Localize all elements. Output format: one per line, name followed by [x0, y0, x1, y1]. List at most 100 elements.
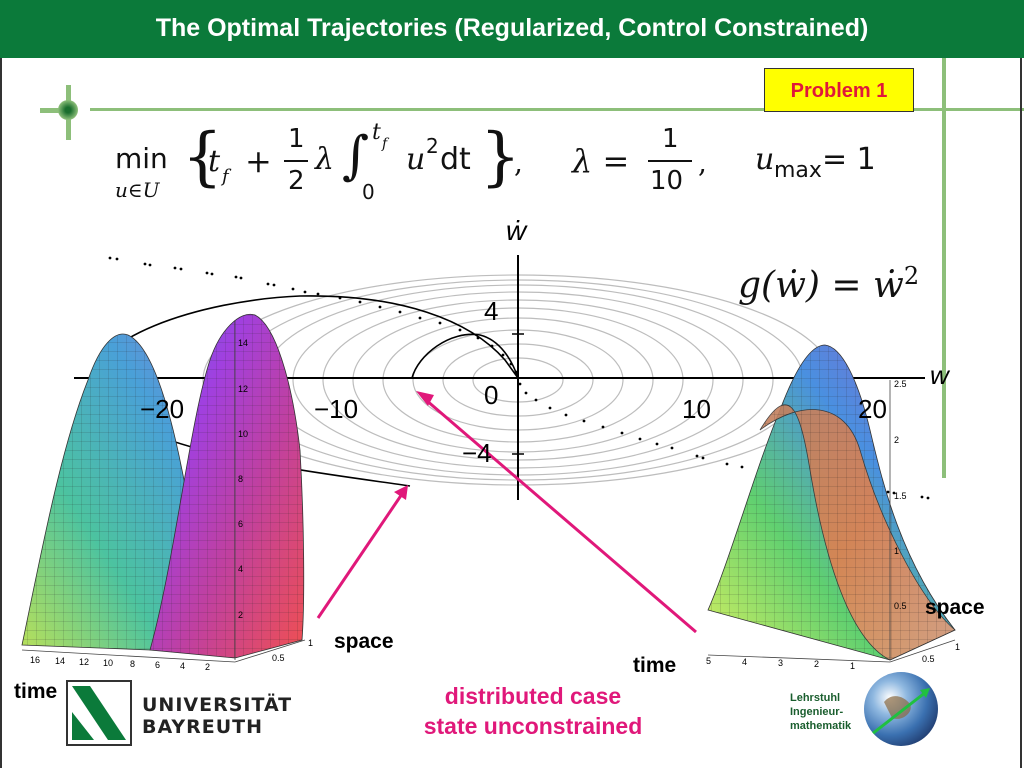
slide-border-left: [0, 58, 2, 768]
comma-1: ,: [514, 146, 523, 179]
lambda-symbol: λ: [315, 142, 335, 177]
switching-curve-dots: [108, 256, 930, 500]
left-z-tick-7: 2: [238, 610, 243, 620]
space-label-right: space: [925, 596, 985, 619]
x-tick-label-2: −10: [314, 394, 358, 424]
w-label: w: [930, 360, 951, 390]
y-tick-label-1: 4: [484, 296, 498, 326]
arrow-time-mid: [416, 391, 697, 634]
surface-right-plot: [707, 344, 956, 663]
left-time-tick-8: 2: [205, 662, 210, 672]
left-z-tick-2: 12: [238, 384, 248, 394]
x-tick-label-1: −20: [140, 394, 184, 424]
caption-line-2: state unconstrained: [423, 713, 643, 739]
integral-upper: t: [372, 120, 381, 145]
caption-line-1: distributed case: [444, 683, 622, 709]
umax-equals: = 1: [822, 142, 876, 177]
dt: dt: [440, 142, 471, 177]
lambda-equals: λ =: [572, 142, 630, 180]
page-title: The Optimal Trajectories (Regularized, C…: [155, 14, 869, 42]
globe-arrow-icon: [871, 688, 930, 736]
surface-left-plot: [21, 313, 306, 663]
left-z-tick-6: 4: [238, 564, 243, 574]
right-time-tick-3: 3: [778, 658, 783, 668]
chair-name-line2: Ingenieur-: [790, 706, 844, 718]
u-squared: 2: [426, 134, 439, 158]
left-time-tick-7: 4: [180, 661, 185, 671]
slide-border: [1020, 58, 1022, 768]
left-time-tick-1: 16: [30, 655, 40, 665]
half-fraction-bar: [284, 160, 308, 162]
half-denominator: 2: [288, 166, 305, 196]
t-var: t: [208, 144, 221, 179]
chair-name-line1: Lehrstuhl: [790, 692, 841, 704]
left-time-tick-5: 8: [130, 659, 135, 669]
g-formula: g(ẇ) = ẇ2: [738, 262, 919, 306]
right-brace: }: [480, 120, 521, 194]
left-time-tick-2: 14: [55, 656, 65, 666]
plus-sign: +: [245, 142, 272, 180]
left-space-tick-1: 1: [308, 638, 313, 648]
left-z-tick-1: 14: [238, 338, 248, 348]
right-time-tick-1: 5: [706, 656, 711, 666]
half-numerator: 1: [288, 124, 305, 154]
university-name-line2: BAYREUTH: [142, 716, 264, 738]
space-label-left: space: [334, 630, 394, 653]
right-space-tick-1: 1: [955, 642, 960, 652]
lambda-denominator: 10: [650, 166, 684, 196]
frame-horizontal-right: [90, 108, 1024, 111]
left-z-tick-4: 8: [238, 474, 243, 484]
lambda-fraction-bar: [648, 160, 692, 162]
frame-vertical-right: [942, 58, 946, 478]
left-time-tick-4: 10: [103, 658, 113, 668]
university-logo-mark: [72, 686, 126, 740]
trajectory-inner: [411, 333, 519, 379]
comma-2: ,: [698, 146, 707, 179]
left-brace: {: [182, 120, 223, 194]
left-time-tick-6: 6: [155, 660, 160, 670]
right-time-tick-5: 1: [850, 661, 855, 671]
integral-sign: ∫: [342, 126, 370, 186]
left-z-tick-3: 10: [238, 429, 248, 439]
right-z-tick-4: 1: [894, 546, 899, 556]
left-time-tick-3: 12: [79, 657, 89, 667]
right-z-tick-2: 2: [894, 435, 899, 445]
g-formula-lhs: g(ẇ) = ẇ: [738, 265, 904, 306]
integral-lower: 0: [362, 180, 375, 204]
min-operator: min: [115, 142, 168, 175]
objective-formula: min u∈U { t f + 1 2 λ ∫ t f 0 u 2 dt } ,…: [110, 120, 910, 210]
frame-dot: [58, 100, 78, 120]
right-time-tick-4: 2: [814, 659, 819, 669]
left-z-tick-5: 6: [238, 519, 243, 529]
left-space-tick-2: 0.5: [272, 653, 285, 663]
right-space-tick-2: 0.5: [922, 654, 935, 664]
umax-var: u: [755, 142, 775, 177]
g-formula-sup: 2: [903, 262, 920, 290]
x-tick-label-3: 10: [682, 394, 711, 424]
chair-name-line3: mathematik: [790, 720, 852, 732]
right-time-tick-2: 4: [742, 657, 747, 667]
min-subscript: u∈U: [115, 178, 160, 202]
header-bar: [0, 0, 1024, 58]
university-logo: [66, 680, 132, 746]
y-tick-label-3: −4: [462, 438, 492, 468]
arrow-space-left: [316, 485, 408, 619]
university-name-line1: UNIVERSITÄT: [142, 694, 293, 716]
f-subscript: f: [222, 166, 229, 187]
y-tick-label-2: 0: [484, 380, 498, 410]
x-tick-label-4: 20: [858, 394, 887, 424]
wdot-label: ẇ: [506, 215, 528, 246]
time-label-mid: time: [633, 654, 677, 677]
right-z-tick-3: 1.5: [894, 491, 907, 501]
u-var: u: [406, 142, 426, 177]
frame-horizontal-top: [40, 108, 75, 113]
integral-upper-sub: f: [382, 136, 388, 152]
right-z-tick-5: 0.5: [894, 601, 907, 611]
lambda-numerator: 1: [662, 124, 679, 154]
globe-icon: [864, 672, 938, 746]
umax-subscript: max: [774, 158, 822, 183]
time-label-left: time: [14, 680, 58, 703]
problem-badge: Problem 1: [764, 68, 914, 112]
right-z-tick-1: 2.5: [894, 379, 907, 389]
